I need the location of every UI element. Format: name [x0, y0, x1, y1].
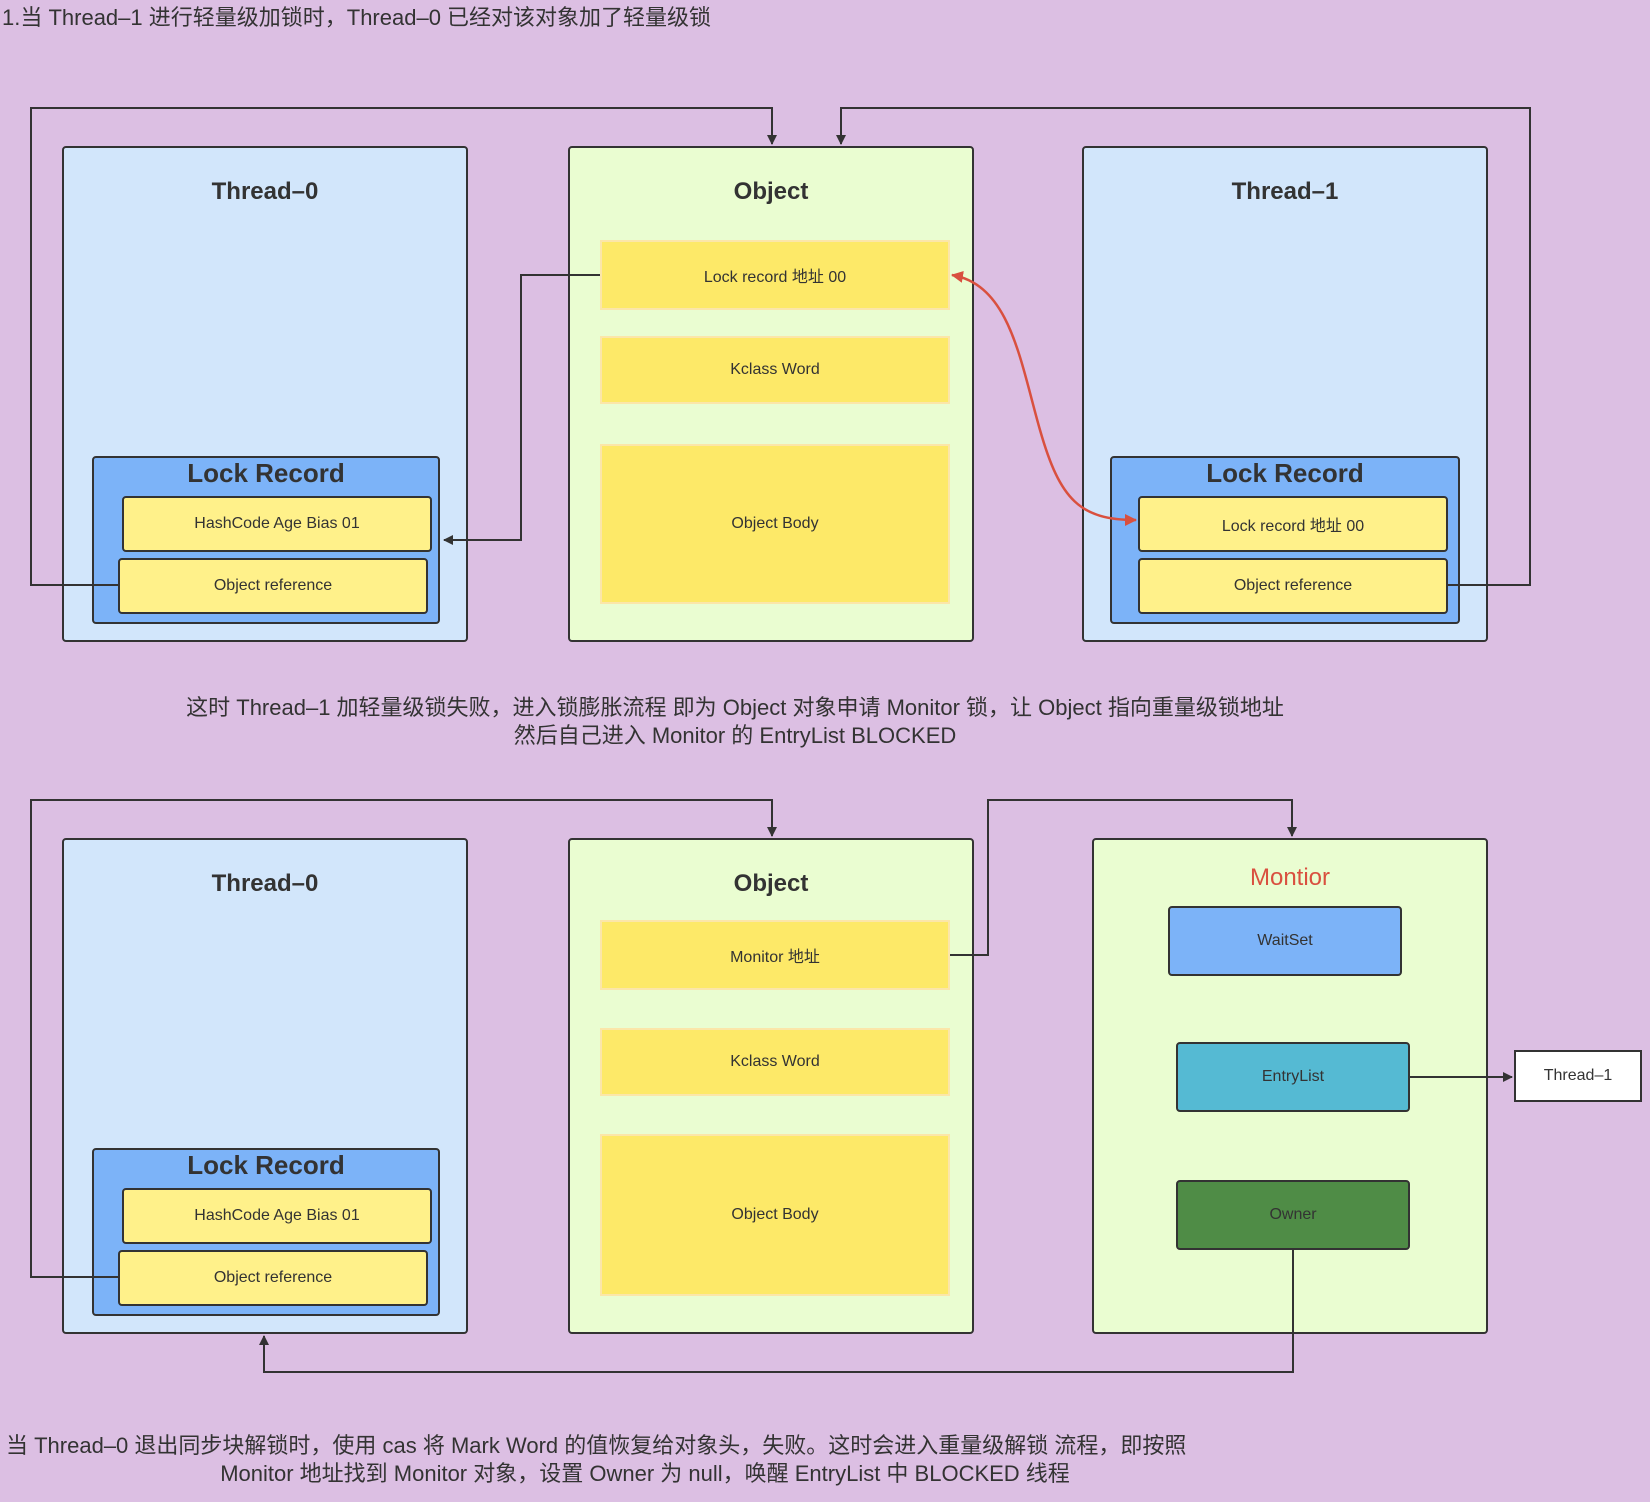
blocked-thread1-box: Thread–1 [1514, 1050, 1642, 1102]
bottom-thread0-mark-cell: HashCode Age Bias 01 [122, 1188, 432, 1244]
bottom-thread0-lock-record-title: Lock Record [187, 1150, 345, 1180]
top-thread1-title: Thread–1 [1231, 178, 1339, 205]
top-thread0-mark-cell: HashCode Age Bias 01 [122, 496, 432, 552]
top-object-title: Object [733, 178, 809, 205]
bottom-thread0-objref-cell: Object reference [118, 1250, 428, 1306]
caption-middle-line2: 然后自己进入 Monitor 的 EntryList BLOCKED [513, 723, 957, 748]
top-thread1-lock-record-title: Lock Record [1206, 458, 1364, 488]
bottom-object-monitor-slot: Monitor 地址 [600, 920, 950, 990]
top-thread0-title: Thread–0 [211, 178, 319, 205]
caption-middle-line1: 这时 Thread–1 加轻量级锁失败，进入锁膨胀流程 即为 Object 对象… [186, 695, 1284, 720]
monitor-entrylist: EntryList [1176, 1042, 1410, 1112]
top-thread0-objref-cell: Object reference [118, 558, 428, 614]
top-thread1-lockrecord-cell: Lock record 地址 00 [1138, 496, 1448, 552]
monitor-waitset: WaitSet [1168, 906, 1402, 976]
monitor-owner: Owner [1176, 1180, 1410, 1250]
bottom-thread0-title: Thread–0 [211, 870, 319, 897]
top-object-markword-slot: Lock record 地址 00 [600, 240, 950, 310]
monitor-title: Montior [1249, 864, 1331, 891]
bottom-object-body-slot: Object Body [600, 1134, 950, 1296]
top-object-body-slot: Object Body [600, 444, 950, 604]
bottom-object-title: Object [733, 870, 809, 897]
top-thread1-objref-cell: Object reference [1138, 558, 1448, 614]
top-thread0-lock-record-title: Lock Record [187, 458, 345, 488]
caption-top: 1.当 Thread–1 进行轻量级加锁时，Thread–0 已经对该对象加了轻… [2, 5, 712, 30]
bottom-object-kclass-slot: Kclass Word [600, 1028, 950, 1096]
top-object-kclass-slot: Kclass Word [600, 336, 950, 404]
caption-bottom-line2: Monitor 地址找到 Monitor 对象，设置 Owner 为 null，… [220, 1461, 1070, 1486]
caption-bottom-line1: 当 Thread–0 退出同步块解锁时，使用 cas 将 Mark Word 的… [6, 1433, 1187, 1458]
